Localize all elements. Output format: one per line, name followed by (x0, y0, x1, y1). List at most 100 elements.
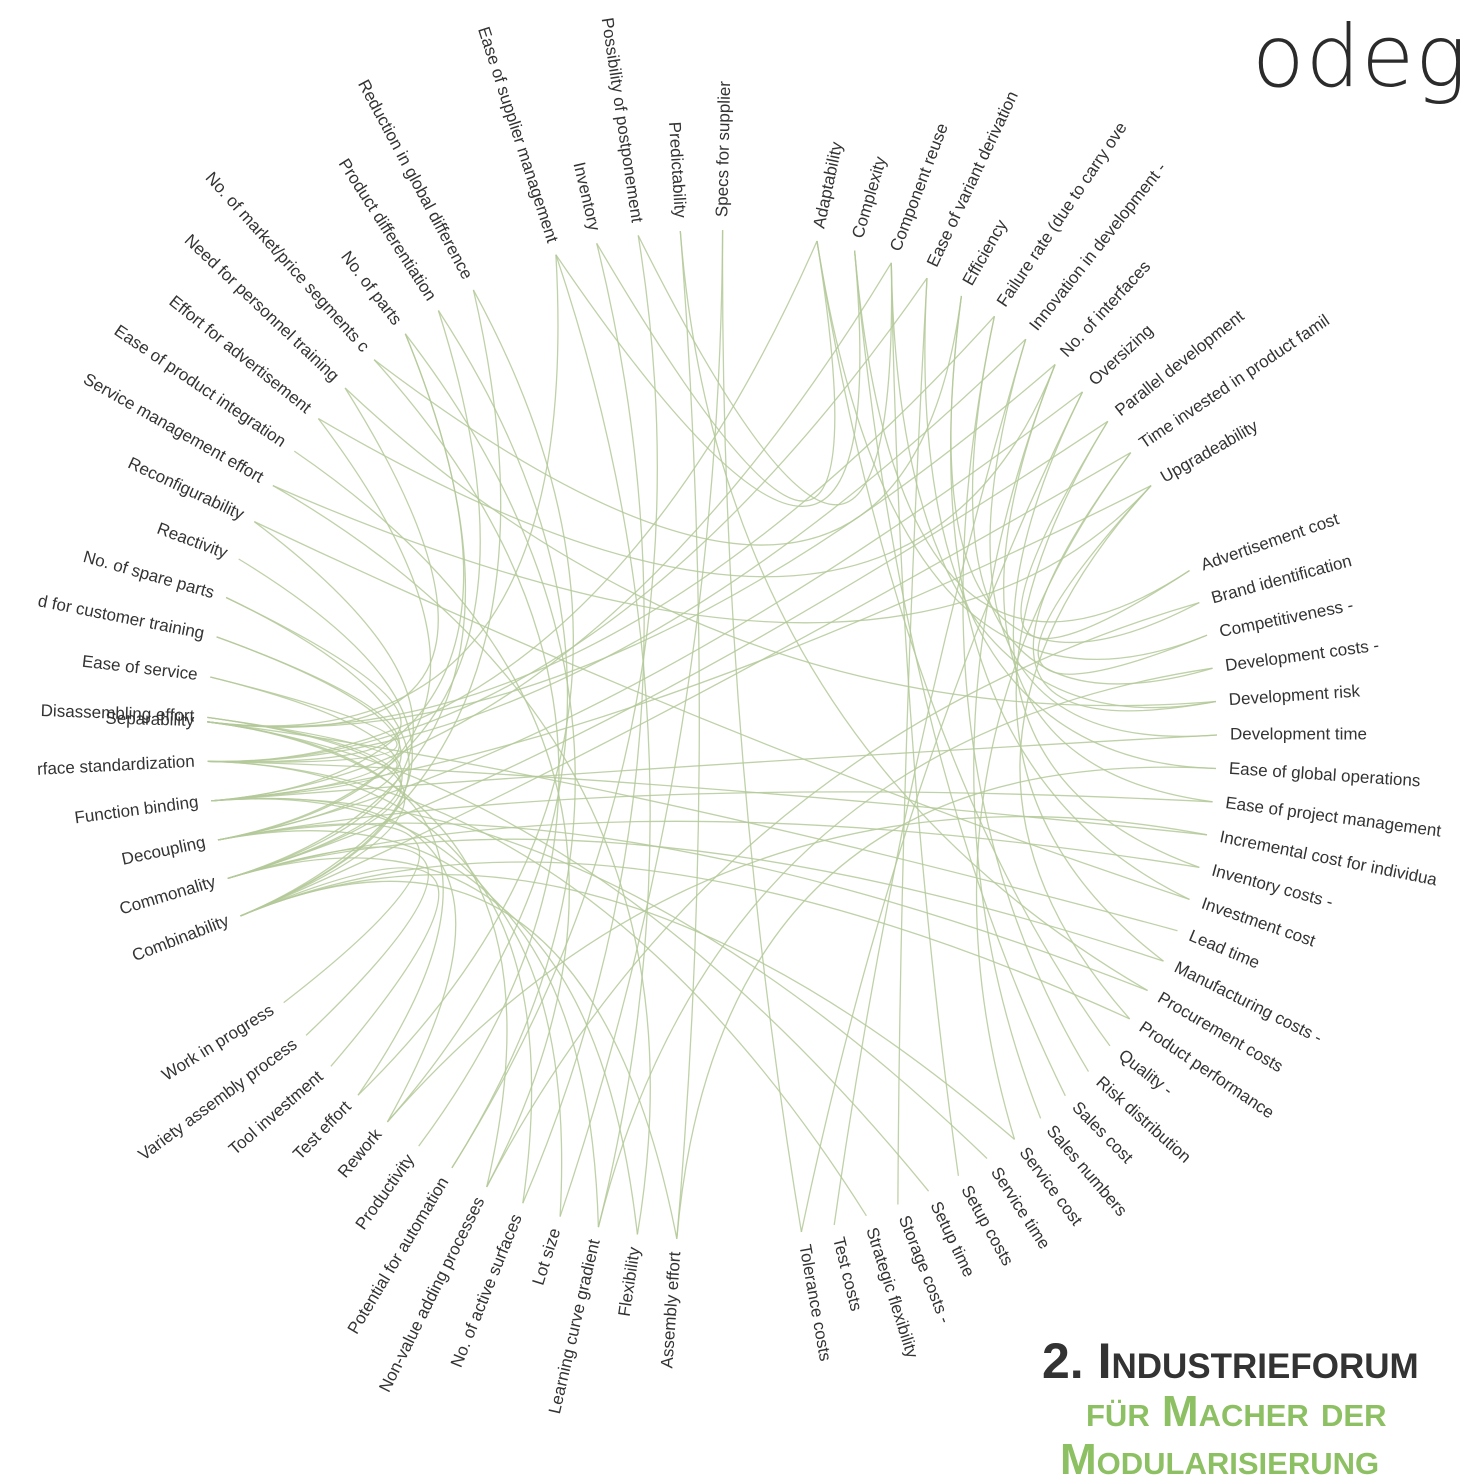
node-label: Inventory (569, 160, 604, 233)
node-label: d for customer training (36, 591, 206, 642)
bundle-link (207, 721, 930, 1192)
bundle-link (240, 874, 1015, 1140)
bundle-link (227, 820, 1200, 880)
node-label: Risk distribution (1093, 1072, 1195, 1166)
bundle-link (207, 596, 402, 763)
bundle-link (254, 521, 1190, 901)
bundle-link (973, 364, 1056, 1119)
bundle-link (924, 278, 1216, 770)
bundle-link (272, 485, 651, 1235)
brand-logo: odego (1252, 7, 1468, 107)
event-title-line-3: Modularisierung (1060, 1435, 1380, 1484)
node-label: Rework (334, 1125, 386, 1182)
node-label: Non-value adding processes (375, 1194, 488, 1395)
bundle-link (1020, 420, 1190, 640)
bundle-link (207, 277, 928, 763)
bundle-link (637, 235, 893, 506)
bundle-link (318, 364, 1056, 578)
bundle-link (989, 339, 1218, 737)
bundle-link (962, 316, 1090, 1072)
bundle-link (240, 289, 502, 917)
bundle-link (344, 387, 1216, 707)
node-label: Test effort (289, 1097, 355, 1164)
node-label: Ease of variant derivation (923, 88, 1022, 270)
bundle-link (386, 815, 1208, 1123)
bundle-link (897, 278, 928, 1205)
node-label: Ease of service (81, 652, 199, 684)
bundle-link (211, 797, 457, 1123)
node-label: Specs for supplier (712, 81, 734, 218)
bundle-link (207, 240, 818, 763)
bundle-link (853, 250, 1190, 623)
node-label: Manufacturing costs - (1171, 958, 1325, 1048)
bundle-link (1019, 485, 1152, 1020)
bundle-link (207, 364, 1056, 728)
node-label: Test costs (829, 1235, 866, 1313)
node-label: Decoupling (120, 832, 207, 868)
bundle-link (555, 254, 651, 1228)
bundle-link (216, 636, 402, 841)
bundle-link (272, 485, 1152, 624)
node-label: Reduction in global difference (354, 76, 476, 282)
bundle-link (676, 766, 1216, 1239)
bundle-link (227, 838, 1164, 962)
bundle-link (211, 636, 401, 802)
node-label: Service management effort (80, 369, 267, 486)
bundle-link (800, 391, 1084, 1233)
node-label: Function binding (73, 792, 199, 827)
bundle-link (227, 857, 639, 1235)
bundle-link (890, 262, 1217, 709)
bundle-link (207, 338, 1027, 763)
event-title-line-1: 2. Industrieforum (1042, 1333, 1419, 1389)
node-label: Predictability (665, 121, 690, 219)
bundle-link (559, 230, 724, 1217)
bundle-link (207, 760, 867, 1217)
bundle-link (853, 250, 1066, 1097)
bundle-link (207, 676, 398, 763)
bundle-link (975, 452, 1132, 1140)
bundle-link (679, 230, 1148, 992)
node-label: Development costs - (1224, 636, 1380, 675)
bundle-link (451, 235, 658, 1169)
bundle-link (207, 716, 398, 802)
bundle-link (240, 861, 1130, 1020)
link-layer (207, 230, 1218, 1239)
bundle-link (240, 867, 440, 1067)
bundle-link (207, 760, 533, 1204)
bundle-link (240, 452, 1132, 917)
node-label: Ease of supplier management (474, 24, 562, 245)
node-label: Development time (1230, 724, 1367, 743)
bundle-link (227, 420, 1109, 880)
bundle-link (207, 721, 508, 1188)
node-label: Adaptability (809, 140, 846, 230)
node-label: Lot size (529, 1226, 565, 1288)
node-label: Separability (105, 709, 195, 730)
bundle-link (207, 254, 559, 727)
bundle-link (486, 601, 1200, 1188)
bundle-link (1012, 391, 1200, 869)
bundle-link (1015, 420, 1164, 962)
bundle-link (950, 295, 1190, 900)
bundle-link (816, 240, 1111, 1047)
bundle-link (555, 250, 861, 507)
node-label: Combinability (129, 911, 232, 965)
bundle-link (217, 823, 421, 1004)
node-label: Potential for automation (344, 1174, 453, 1338)
node-label: Flexibility (615, 1245, 644, 1317)
node-label: Competitiveness - (1218, 595, 1355, 641)
node-label: Assembly effort (657, 1251, 684, 1369)
bundle-link (676, 230, 700, 1239)
bundle-link (404, 333, 576, 1169)
bundle-link (207, 716, 402, 880)
bundle-link (240, 880, 678, 1239)
bundle-link (596, 240, 836, 502)
node-label: Efficiency (959, 216, 1012, 289)
bundle-link (357, 289, 574, 1096)
bundle-link (373, 359, 560, 1147)
bundle-link (833, 339, 1027, 1226)
node-label: No. of spare parts (81, 547, 216, 602)
node-label: rface standardization (37, 752, 196, 779)
bundle-link (217, 310, 481, 841)
node-label: Ease of global operations (1228, 759, 1421, 791)
